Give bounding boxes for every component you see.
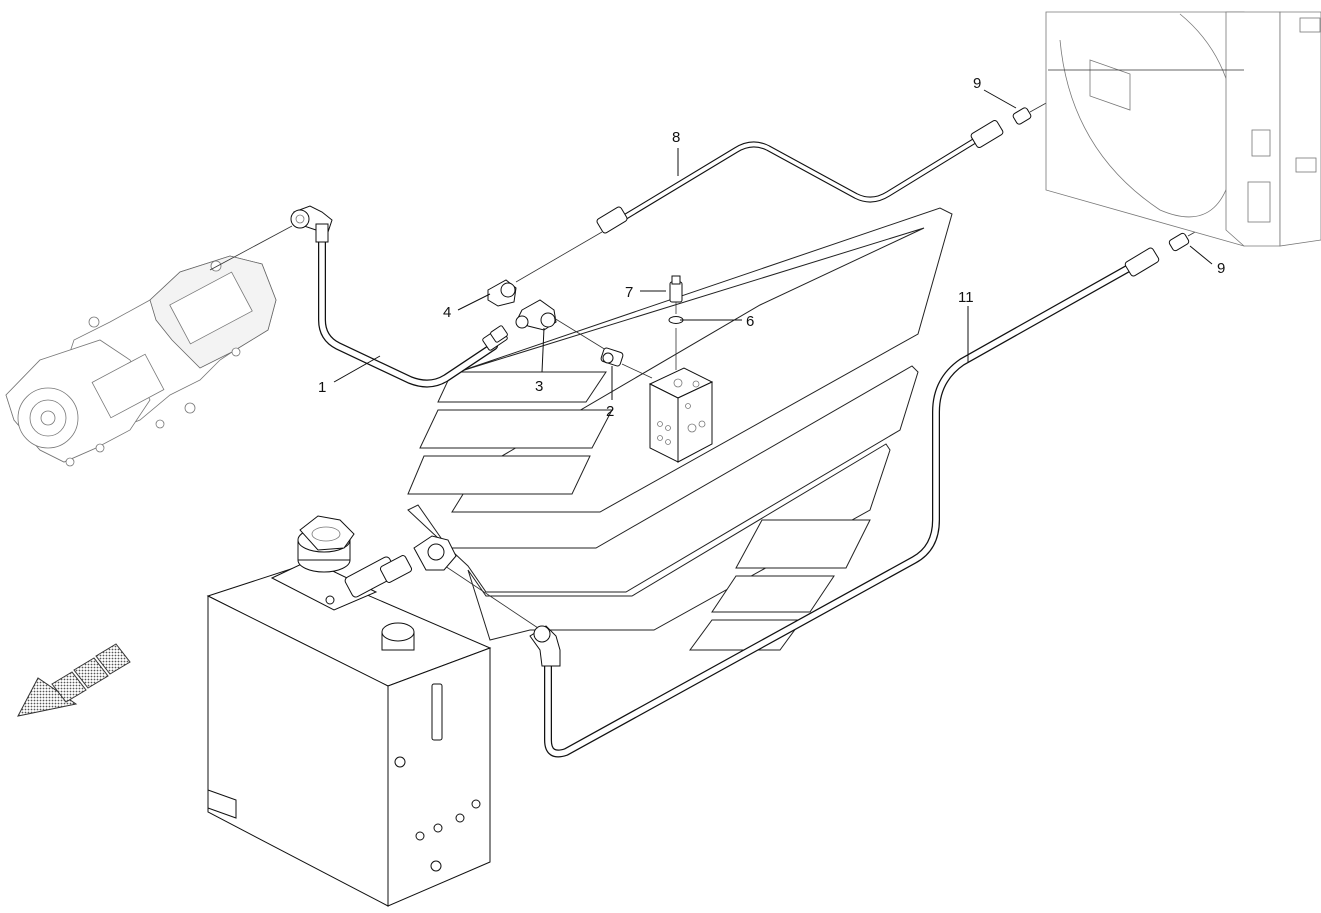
callout-6: 6 — [746, 313, 754, 330]
direction-arrow-icon — [17, 643, 131, 717]
callout-4: 4 — [443, 304, 451, 321]
fitting-2-adapter — [600, 347, 653, 379]
oil-cooler — [1045, 11, 1321, 247]
fitting-3-tee — [515, 299, 607, 351]
callout-9-top: 9 — [973, 75, 981, 92]
hose-8 — [596, 101, 1049, 234]
callout-1: 1 — [318, 379, 326, 396]
callout-3: 3 — [535, 378, 543, 395]
pipe-1 — [290, 205, 508, 388]
hydraulic-tank — [206, 515, 492, 907]
hydraulic-pump — [5, 225, 293, 467]
background-flow-chevron — [407, 207, 953, 651]
valve-block — [648, 275, 714, 463]
fitting-4-elbow — [487, 231, 603, 307]
callout-7: 7 — [625, 284, 633, 301]
callout-11: 11 — [958, 289, 974, 306]
callout-2: 2 — [606, 403, 614, 420]
hose-11 — [435, 197, 1257, 758]
callout-8: 8 — [672, 129, 680, 146]
callout-9-right: 9 — [1217, 260, 1225, 277]
